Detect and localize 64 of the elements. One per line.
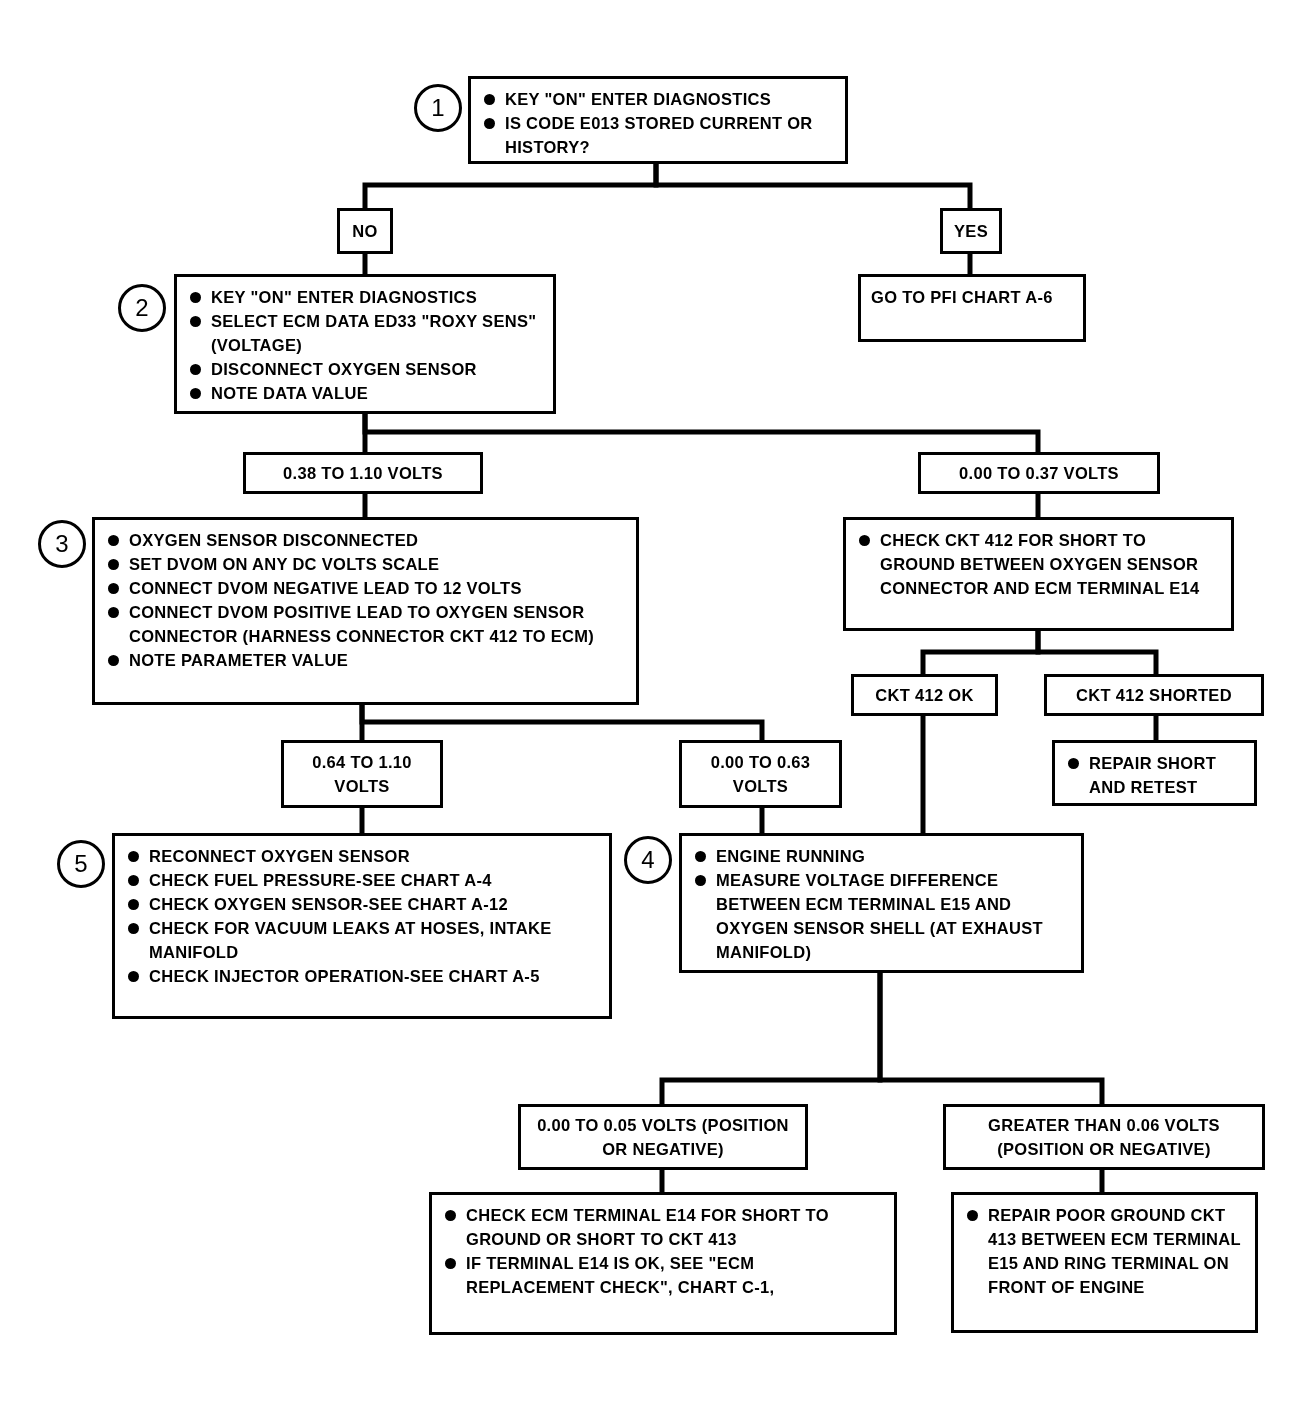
connector-line [1099, 1170, 1105, 1192]
bullet-text: IF TERMINAL E14 IS OK, SEE "ECM REPLACEMENT CHECK", CHART C-1, [442, 1251, 886, 1299]
step-box [112, 833, 612, 1019]
condition-box: CKT 412 SHORTED [1044, 674, 1264, 716]
connector-line [920, 716, 926, 833]
step-number-circle: 4 [624, 836, 672, 884]
bullet-text: CONNECT DVOM NEGATIVE LEAD TO 12 VOLTS [105, 576, 628, 600]
bullet-text: KEY "ON" ENTER DIAGNOSTICS [187, 285, 545, 309]
connector-line [359, 808, 365, 833]
condition-box: CKT 412 OK [851, 674, 998, 716]
bullet-text: RECONNECT OXYGEN SENSOR [125, 844, 601, 868]
bullet-text: SET DVOM ON ANY DC VOLTS SCALE [105, 552, 628, 576]
bullet-text: CHECK CKT 412 FOR SHORT TO GROUND BETWEEN OXYGEN SENSOR CONNECTOR AND ECM TERMINAL E14 [856, 528, 1223, 600]
bullet-text: REPAIR SHORT AND RETEST [1065, 751, 1246, 799]
condition-box: NO [337, 208, 393, 254]
bullet-text: REPAIR POOR GROUND CKT 413 BETWEEN ECM TERMINAL E15 AND RING TERMINAL ON FRONT OF ENGINE [964, 1203, 1247, 1299]
step-box [468, 76, 848, 164]
step-box [858, 274, 1086, 342]
connector-line [359, 705, 765, 740]
condition-box: 0.64 TO 1.10 VOLTS [281, 740, 443, 808]
bullet-text: DISCONNECT OXYGEN SENSOR [187, 357, 545, 381]
condition-box: 0.38 TO 1.10 VOLTS [243, 452, 483, 494]
step-box [1052, 740, 1257, 806]
connector-line [759, 808, 765, 833]
connector-line [1035, 494, 1041, 517]
step-box [92, 517, 639, 705]
condition-box: 0.00 TO 0.05 VOLTS (POSITION OR NEGATIVE) [518, 1104, 808, 1170]
bullet-text: ENGINE RUNNING [692, 844, 1073, 868]
connector-line [659, 1170, 665, 1192]
connector-line [653, 164, 973, 208]
condition-box: 0.00 TO 0.63 VOLTS [679, 740, 842, 808]
condition-box: YES [940, 208, 1002, 254]
connector-line [362, 254, 368, 274]
connector-line [1035, 631, 1159, 674]
connector-line [362, 494, 368, 517]
bullet-text: GO TO PFI CHART A-6 [871, 287, 1054, 308]
bullet-text: CONNECT DVOM POSITIVE LEAD TO OXYGEN SENSOR CONNECTOR (HARNESS CONNECTOR CKT 412 TO ECM) [105, 600, 628, 648]
bullet-text: CHECK ECM TERMINAL E14 FOR SHORT TO GROUND OR SHORT TO CKT 413 [442, 1203, 886, 1251]
bullet-text: CHECK FOR VACUUM LEAKS AT HOSES, INTAKE MANIFOLD [125, 916, 601, 964]
bullet-text: IS CODE E013 STORED CURRENT OR HISTORY? [481, 111, 837, 159]
step-box [843, 517, 1234, 631]
bullet-text: NOTE PARAMETER VALUE [105, 648, 628, 672]
bullet-text: CHECK FUEL PRESSURE-SEE CHART A-4 [125, 868, 601, 892]
connector-line [967, 254, 973, 274]
step-number-circle: 2 [118, 284, 166, 332]
bullet-text: SELECT ECM DATA ED33 "ROXY SENS" (VOLTAGE) [187, 309, 545, 357]
bullet-text: NOTE DATA VALUE [187, 381, 545, 405]
bullet-text: CHECK OXYGEN SENSOR-SEE CHART A-12 [125, 892, 601, 916]
bullet-text: MEASURE VOLTAGE DIFFERENCE BETWEEN ECM TERMINAL E15 AND OXYGEN SENSOR SHELL (AT EXHAUST MANIFOLD) [692, 868, 1073, 964]
step-number-circle: 1 [414, 84, 462, 132]
step-box [679, 833, 1084, 973]
step-box [429, 1192, 897, 1335]
step-box [174, 274, 556, 414]
bullet-text: CHECK INJECTOR OPERATION-SEE CHART A-5 [125, 964, 601, 988]
step-box [951, 1192, 1258, 1333]
condition-box: 0.00 TO 0.37 VOLTS [918, 452, 1160, 494]
connector-line [362, 414, 1041, 452]
bullet-text: KEY "ON" ENTER DIAGNOSTICS [481, 87, 837, 111]
connector-line [877, 973, 1105, 1104]
connector-line [1153, 716, 1159, 740]
condition-box: GREATER THAN 0.06 VOLTS (POSITION OR NEGATIVE) [943, 1104, 1265, 1170]
step-number-circle: 3 [38, 520, 86, 568]
step-number-circle: 5 [57, 840, 105, 888]
bullet-text: OXYGEN SENSOR DISCONNECTED [105, 528, 628, 552]
